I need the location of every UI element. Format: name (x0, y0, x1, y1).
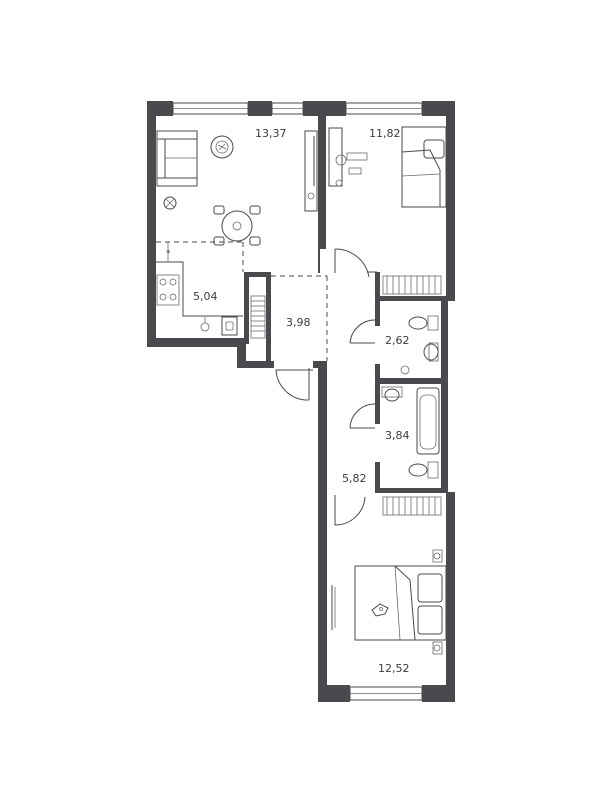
windows (172, 102, 423, 701)
wardrobe-icon (382, 496, 442, 516)
outer-walls (147, 101, 455, 702)
nightstand-icon (432, 549, 443, 563)
interior-walls (244, 101, 448, 493)
tv-stand-icon (304, 130, 318, 212)
room-area-bathroom: 3,84 (385, 429, 410, 442)
room-area-storage: 3,98 (286, 316, 311, 329)
room-area-living: 13,37 (255, 127, 287, 140)
stove-icon (156, 274, 180, 306)
mirror-icon (331, 585, 336, 630)
toilet-icon (408, 315, 439, 331)
room-area-hallway: 5,82 (342, 472, 367, 485)
desk-icon (328, 127, 368, 187)
area-labels: 13,37 11,82 5,04 3,98 2,62 3,84 5,82 12,… (193, 127, 410, 675)
svg-text:*: * (166, 249, 171, 259)
kitchen-counter-icon (156, 242, 243, 317)
sink-icon (381, 386, 403, 402)
wardrobe-icon (382, 275, 442, 295)
sofa-icon (156, 130, 198, 187)
washbasin-icon (423, 342, 439, 362)
room-area-bedroom-bottom: 12,52 (378, 662, 410, 675)
room-area-bedroom-top: 11,82 (369, 127, 401, 140)
floor-drain-icon (400, 365, 410, 375)
bed-icon (401, 126, 447, 208)
toilet-icon (408, 461, 439, 479)
doors (275, 248, 377, 526)
bathtub-icon (416, 387, 440, 455)
pet-icon (371, 603, 389, 617)
fridge-icon: * (166, 249, 171, 259)
zone-boundaries (156, 241, 328, 361)
dining-table-icon (213, 205, 261, 246)
plant-icon (163, 196, 177, 210)
bed-icon (354, 565, 447, 641)
nightstand-icon (432, 641, 443, 655)
room-area-wc: 2,62 (385, 334, 410, 347)
faucet-icon (200, 317, 210, 332)
round-rug-icon (210, 135, 234, 159)
room-area-kitchen: 5,04 (193, 290, 218, 303)
sink-icon (221, 316, 238, 336)
shelving-icon (250, 295, 266, 339)
